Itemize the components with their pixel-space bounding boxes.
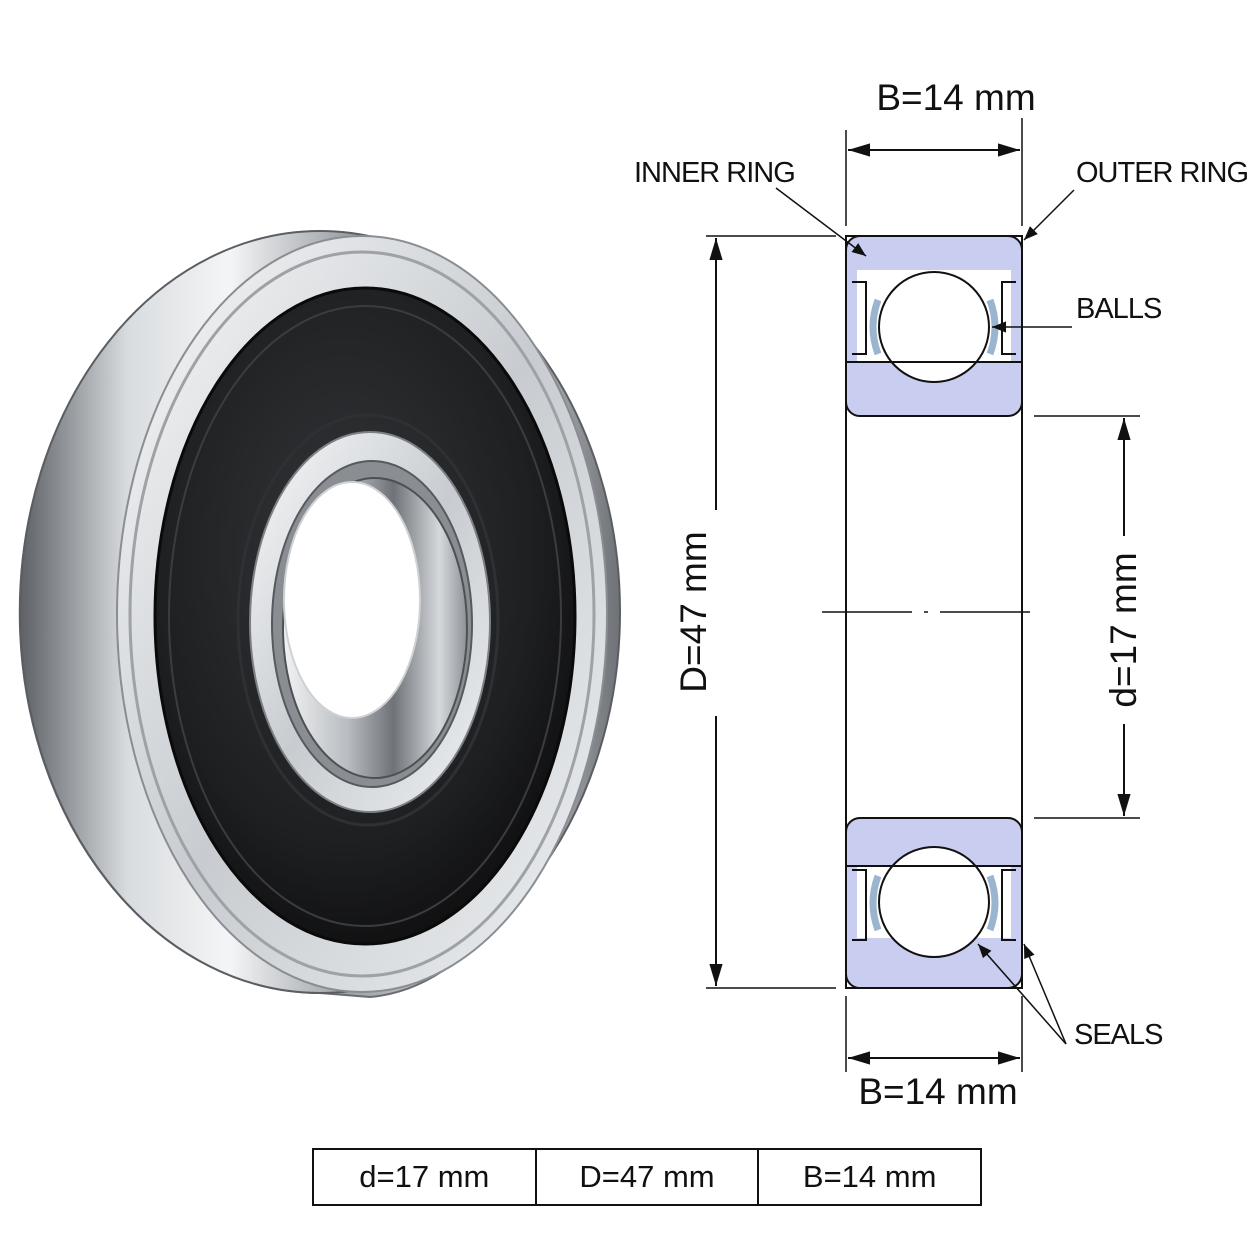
balls-callout: BALLS <box>1076 293 1162 325</box>
seal-lip <box>168 305 562 927</box>
callout-leaders <box>775 187 1075 1045</box>
top-ball <box>878 271 990 383</box>
top-ring-section <box>845 235 1023 417</box>
top-cage-left <box>869 298 882 356</box>
seal-inner-groove <box>236 413 500 827</box>
outer-ring-chamfer <box>128 250 596 978</box>
top-seal-right <box>1001 281 1016 355</box>
bottom-cage-right <box>986 874 999 932</box>
outer-ring-callout: OUTER RING <box>1076 157 1248 189</box>
bottom-ball <box>878 846 990 958</box>
outer-ring-leader <box>1023 189 1075 241</box>
inner-ring-leader <box>775 187 867 257</box>
spec-cell-outer-diameter: D=47 mm <box>534 1148 760 1206</box>
seals-leader-2 <box>1023 943 1067 1045</box>
seals-leader-1 <box>977 943 1067 1045</box>
spec-row: d=17 mm D=47 mm B=14 mm <box>312 1148 982 1206</box>
bottom-seal-right <box>1001 869 1016 941</box>
dimension-lines <box>706 118 1140 1072</box>
inner-diameter-label: d=17 mm <box>1103 552 1144 707</box>
top-width-label: B=14 mm <box>876 77 1035 118</box>
seals-callout: SEALS <box>1074 1019 1163 1051</box>
bottom-ring-section <box>845 817 1023 989</box>
spec-cell-inner-diameter: d=17 mm <box>312 1148 537 1206</box>
top-seal-left <box>852 281 867 355</box>
spec-cell-width: B=14 mm <box>757 1148 982 1206</box>
bearing-photo <box>18 230 621 999</box>
bottom-width-label: B=14 mm <box>858 1071 1017 1112</box>
spec-table: d=17 mm D=47 mm B=14 mm <box>312 1148 982 1206</box>
cross-section <box>822 235 1040 989</box>
inner-ring-callout: INNER RING <box>634 157 795 189</box>
outer-diameter-label: D=47 mm <box>673 531 714 692</box>
bottom-cage-left <box>869 874 882 932</box>
bore-opening <box>283 481 421 719</box>
bottom-seal-left <box>852 869 867 941</box>
